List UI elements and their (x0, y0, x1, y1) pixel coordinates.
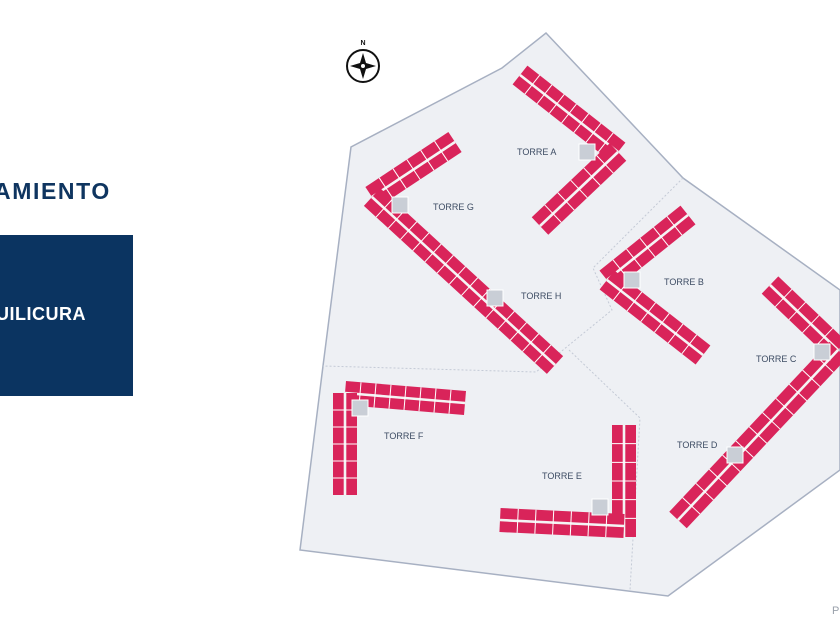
tower-e-wing-1 (612, 425, 636, 537)
tower-label-e: TORRE E (542, 471, 582, 481)
tower-b-wing-1 (599, 205, 696, 290)
compass-north-label: N (360, 40, 365, 47)
tower-label-c: TORRE C (756, 354, 797, 364)
tower-g-wing-2 (363, 188, 564, 374)
tower-a-wing-2 (531, 143, 627, 235)
tower-e-core (591, 498, 609, 516)
tower-c-core (813, 343, 831, 361)
tower-c-wing-2 (669, 341, 840, 529)
tower-label-b: TORRE B (664, 277, 704, 287)
building-wings (333, 65, 840, 538)
tower-b-core (623, 271, 641, 289)
tower-d-core (726, 446, 744, 464)
tower-f-core (351, 399, 369, 417)
compass-rose-icon: N (346, 40, 380, 83)
tower-a-core (578, 143, 596, 161)
tower-e-wing-2 (499, 508, 625, 538)
tower-a-wing-1 (512, 65, 626, 162)
tower-b-wing-2 (599, 270, 711, 365)
tower-label-h: TORRE H (521, 291, 561, 301)
site-boundary (299, 31, 840, 597)
tower-label-a: TORRE A (517, 147, 556, 157)
page-heading: AMIENTO (0, 178, 111, 204)
tower-c-wing-1 (761, 276, 840, 359)
corner-note: P (832, 605, 840, 617)
lot-line-north (322, 177, 684, 373)
tower-h-core (486, 289, 504, 307)
tower-label-g: TORRE G (433, 202, 474, 212)
tower-label-f: TORRE F (384, 431, 424, 441)
location-banner: UILICURA (0, 235, 133, 396)
tower-g-wing-1 (365, 131, 462, 208)
tower-label-d: TORRE D (677, 440, 718, 450)
location-label: UILICURA (0, 304, 86, 324)
tower-g-core (391, 196, 409, 214)
